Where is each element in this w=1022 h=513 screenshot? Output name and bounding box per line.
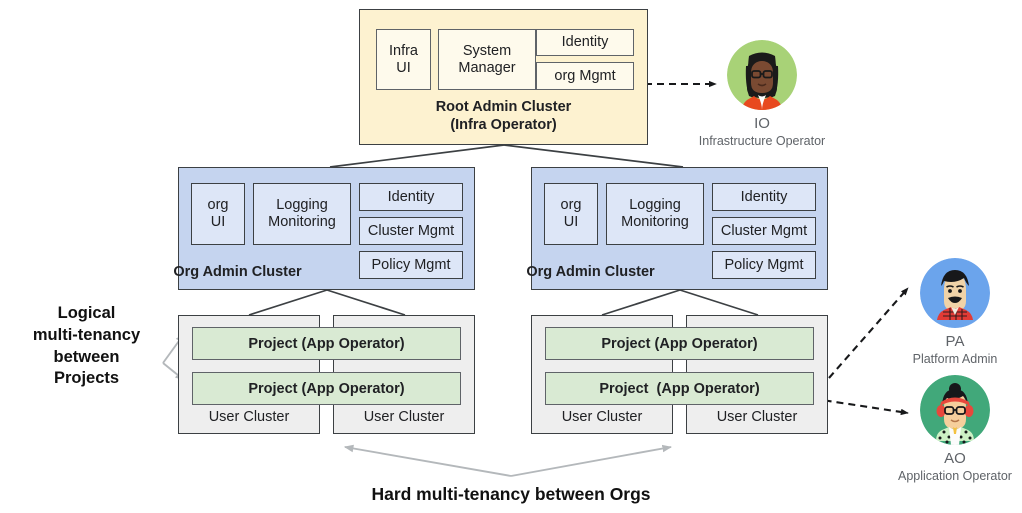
user-cluster-label: User Cluster [363,409,445,425]
annotation-logical-multitenancy: Logical multi-tenancy between Projects [32,304,141,388]
component-cluster-mgmt[interactable]: Cluster Mgmt [712,217,816,245]
person-avatar-icon [920,375,990,445]
root-admin-cluster[interactable]: Infra UI System Manager Identity org Mgm… [359,9,648,145]
user-cluster-group-left: User Cluster User Cluster Project (App O… [178,315,475,434]
person-avatar-icon [727,40,797,110]
persona-abbr: IO [754,115,770,132]
persona-ao[interactable]: AO Application Operator [880,375,1022,483]
component-logging-monitoring[interactable]: Logging Monitoring [606,183,704,245]
persona-role: Infrastructure Operator [698,133,826,148]
org-admin-cluster-right[interactable]: org UI Logging Monitoring Identity Clust… [526,167,828,290]
dashed-link-project-to-ao [788,393,909,416]
root-admin-cluster-title-line1: Root Admin Cluster [435,99,572,115]
annotation-arrow-hard [343,444,672,477]
component-identity[interactable]: Identity [536,29,634,56]
component-identity[interactable]: Identity [359,183,463,211]
project-bar[interactable]: Project (App Operator) [545,372,814,405]
user-cluster-group-right: User Cluster User Cluster Project (App O… [531,315,828,434]
component-infra-ui[interactable]: Infra UI [376,29,431,90]
component-org-ui[interactable]: org UI [191,183,245,245]
component-policy-mgmt[interactable]: Policy Mgmt [712,251,816,279]
project-bar[interactable]: Project (App Operator) [192,327,461,360]
avatar [727,40,797,110]
component-system-manager[interactable]: System Manager [438,29,536,90]
component-policy-mgmt[interactable]: Policy Mgmt [359,251,463,279]
avatar [920,258,990,328]
org-admin-cluster-left-title: Org Admin Cluster [173,264,302,280]
user-cluster-label: User Cluster [208,409,290,425]
component-org-mgmt[interactable]: org Mgmt [536,62,634,90]
root-admin-cluster-title: Root Admin Cluster (Infra Operator) [360,98,647,134]
project-bar[interactable]: Project (App Operator) [192,372,461,405]
persona-abbr: AO [944,450,966,467]
persona-io[interactable]: IO Infrastructure Operator [687,40,837,148]
link-org-right-to-user-clusters [601,289,759,316]
project-bar[interactable]: Project (App Operator) [545,327,814,360]
annotation-hard-multitenancy: Hard multi-tenancy between Orgs [371,484,651,504]
link-org-left-to-user-clusters [248,289,406,316]
org-admin-cluster-left[interactable]: org UI Logging Monitoring Identity Clust… [173,167,475,290]
component-cluster-mgmt[interactable]: Cluster Mgmt [359,217,463,245]
link-root-to-orgs [329,144,684,168]
component-logging-monitoring[interactable]: Logging Monitoring [253,183,351,245]
persona-abbr: PA [945,333,965,350]
user-cluster-label: User Cluster [716,409,798,425]
avatar [920,375,990,445]
root-admin-cluster-title-line2: (Infra Operator) [450,117,557,134]
component-org-ui[interactable]: org UI [544,183,598,245]
persona-pa[interactable]: PA Platform Admin [880,258,1022,366]
persona-role: Platform Admin [912,351,998,366]
persona-role: Application Operator [898,468,1012,483]
dashed-link-project-to-pa [828,287,909,379]
user-cluster-label: User Cluster [561,409,643,425]
org-admin-cluster-right-title: Org Admin Cluster [526,264,655,280]
person-avatar-icon [920,258,990,328]
component-identity[interactable]: Identity [712,183,816,211]
